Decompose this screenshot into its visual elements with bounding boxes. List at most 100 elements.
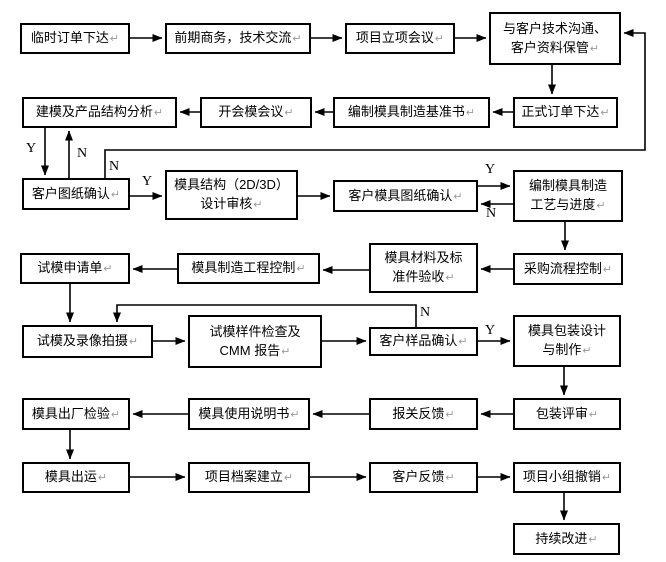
- flow-step-24: 模具出运↵: [22, 462, 130, 493]
- flow-step-11: 编制模具制造 工艺与进度↵: [513, 170, 623, 222]
- flow-step-text: 临时订单下达↵: [31, 28, 119, 49]
- flow-step-label: 正式订单下达: [521, 104, 600, 119]
- flow-step-14: 模具制造工程控制↵: [177, 253, 320, 284]
- flow-step-0: 临时订单下达↵: [20, 23, 130, 54]
- flow-step-text: 报关反馈↵: [392, 404, 454, 425]
- flow-step-text: 模具制造工程控制↵: [191, 258, 305, 279]
- line-break-mark: ↵: [434, 33, 445, 45]
- flow-step-text: 持续改进↵: [535, 529, 597, 550]
- line-break-mark: ↵: [445, 272, 455, 284]
- flow-step-26: 客户反馈↵: [369, 462, 478, 493]
- line-break-mark: ↵: [290, 408, 300, 421]
- flow-step-text: 客户模具图纸确认↵: [348, 186, 462, 207]
- flow-step-label: 编制模具制造 工艺与进度: [528, 178, 607, 212]
- branch-label-y-7: Y: [485, 323, 496, 338]
- flow-step-13: 模具材料及标 准件验收↵: [369, 243, 478, 293]
- flow-step-label: 试模样件检查及 CMM 报告: [209, 323, 301, 358]
- line-break-mark: ↵: [109, 33, 120, 45]
- branch-label-y-3: Y: [142, 174, 153, 189]
- flow-step-10: 客户模具图纸确认↵: [333, 180, 478, 212]
- flow-step-label: 模具出运: [44, 469, 97, 484]
- line-break-mark: ↵: [588, 533, 598, 546]
- flow-step-text: 编制模具制造基准书↵: [348, 102, 475, 123]
- flow-step-text: 试模及录像拍摄↵: [37, 331, 138, 352]
- flow-step-text: 模具出厂检验↵: [32, 404, 120, 425]
- line-break-mark: ↵: [458, 336, 468, 348]
- flow-step-text: 模具包装设计 与制作↵: [528, 321, 606, 361]
- flow-step-text: 试模样件检查及 CMM 报告↵: [209, 322, 300, 362]
- flow-step-text: 包装评审↵: [536, 404, 598, 425]
- branch-label-y-4: Y: [485, 162, 496, 177]
- line-break-mark: ↵: [292, 33, 302, 45]
- flow-step-text: 项目小组撤销↵: [523, 467, 611, 488]
- flow-step-17: 试模样件检查及 CMM 报告↵: [188, 315, 322, 368]
- flow-step-text: 客户图纸确认↵: [32, 184, 120, 205]
- flow-step-label: 客户模具图纸确认: [348, 187, 453, 203]
- flow-step-25: 项目档案建立↵: [188, 462, 310, 493]
- flow-step-text: 试模申请单↵: [37, 258, 112, 279]
- flow-step-text: 模具结构（2D/3D） 设计审核↵: [174, 175, 289, 215]
- flow-step-label: 编制模具制造基准书: [347, 104, 465, 119]
- flow-step-18: 客户样品确认↵: [369, 327, 478, 356]
- flow-step-label: 模具材料及标 准件验收: [384, 250, 463, 284]
- flow-step-label: 持续改进: [535, 530, 588, 546]
- flow-step-1: 前期商务，技术交流↵: [165, 23, 311, 54]
- line-break-mark: ↵: [296, 263, 306, 275]
- flow-step-9: 模具结构（2D/3D） 设计审核↵: [165, 170, 298, 220]
- flow-step-27: 项目小组撤销↵: [513, 462, 621, 493]
- flow-step-label: 项目立项会议: [355, 30, 434, 45]
- line-break-mark: ↵: [465, 107, 476, 119]
- flow-step-label: 客户样品确认: [379, 333, 458, 348]
- flow-step-text: 建模及产品结构分析↵: [36, 102, 163, 123]
- flow-step-22: 报关反馈↵: [369, 398, 478, 430]
- line-break-mark: ↵: [128, 336, 139, 348]
- line-break-mark: ↵: [284, 107, 294, 119]
- line-break-mark: ↵: [588, 408, 599, 421]
- flow-step-label: 模具结构（2D/3D） 设计审核: [174, 177, 289, 211]
- flow-step-label: 开会模会议: [218, 104, 284, 119]
- flow-step-label: 报关反馈: [392, 405, 445, 421]
- line-break-mark: ↵: [582, 345, 592, 357]
- flow-step-text: 开会模会议↵: [218, 102, 293, 123]
- line-break-mark: ↵: [97, 472, 108, 484]
- branch-label-n-5: N: [486, 206, 497, 221]
- flow-arrow-9: [104, 29, 646, 178]
- line-break-mark: ↵: [589, 42, 600, 55]
- flow-step-text: 模具材料及标 准件验收↵: [384, 248, 462, 288]
- flow-step-text: 项目档案建立↵: [205, 467, 293, 488]
- flow-step-label: 前期商务，技术交流: [174, 30, 292, 45]
- flow-step-20: 模具出厂检验↵: [22, 398, 130, 430]
- flow-step-label: 临时订单下达: [30, 30, 109, 45]
- flow-step-text: 模具出运↵: [45, 467, 107, 488]
- line-break-mark: ↵: [253, 199, 263, 211]
- flow-step-text: 客户反馈↵: [392, 467, 454, 488]
- flow-step-label: 试模及录像拍摄: [36, 333, 128, 348]
- flow-step-label: 客户图纸确认: [31, 185, 110, 201]
- branch-label-n-2: N: [109, 159, 120, 174]
- line-break-mark: ↵: [153, 107, 164, 119]
- flow-step-8: 客户图纸确认↵: [22, 178, 130, 210]
- flow-step-text: 正式订单下达↵: [521, 102, 609, 123]
- flow-step-label: 模具使用说明书: [198, 405, 290, 421]
- flow-step-label: 采购流程控制: [523, 260, 602, 276]
- line-break-mark: ↵: [445, 408, 455, 421]
- flow-step-label: 客户反馈: [392, 469, 445, 484]
- flow-step-21: 模具使用说明书↵: [188, 398, 310, 430]
- flow-step-7: 建模及产品结构分析↵: [22, 97, 177, 128]
- flow-step-2: 项目立项会议↵: [345, 23, 455, 54]
- flow-step-12: 采购流程控制↵: [513, 253, 623, 285]
- flow-step-text: 编制模具制造 工艺与进度↵: [529, 176, 607, 216]
- line-break-mark: ↵: [600, 107, 610, 119]
- flow-step-text: 与客户技术沟通、 客户资料保管↵: [503, 19, 607, 59]
- flow-step-label: 与客户技术沟通、 客户资料保管: [502, 20, 607, 55]
- flow-step-3: 与客户技术沟通、 客户资料保管↵: [489, 12, 621, 65]
- flow-step-label: 包装评审: [535, 405, 588, 421]
- flow-step-15: 试模申请单↵: [20, 253, 130, 284]
- flow-step-text: 项目立项会议↵: [356, 28, 444, 49]
- flow-arrow-19: [113, 304, 417, 327]
- flow-step-label: 模具包装设计 与制作: [527, 323, 606, 357]
- flow-step-23: 包装评审↵: [513, 398, 621, 430]
- line-break-mark: ↵: [110, 408, 121, 421]
- flow-step-28: 持续改进↵: [513, 523, 620, 555]
